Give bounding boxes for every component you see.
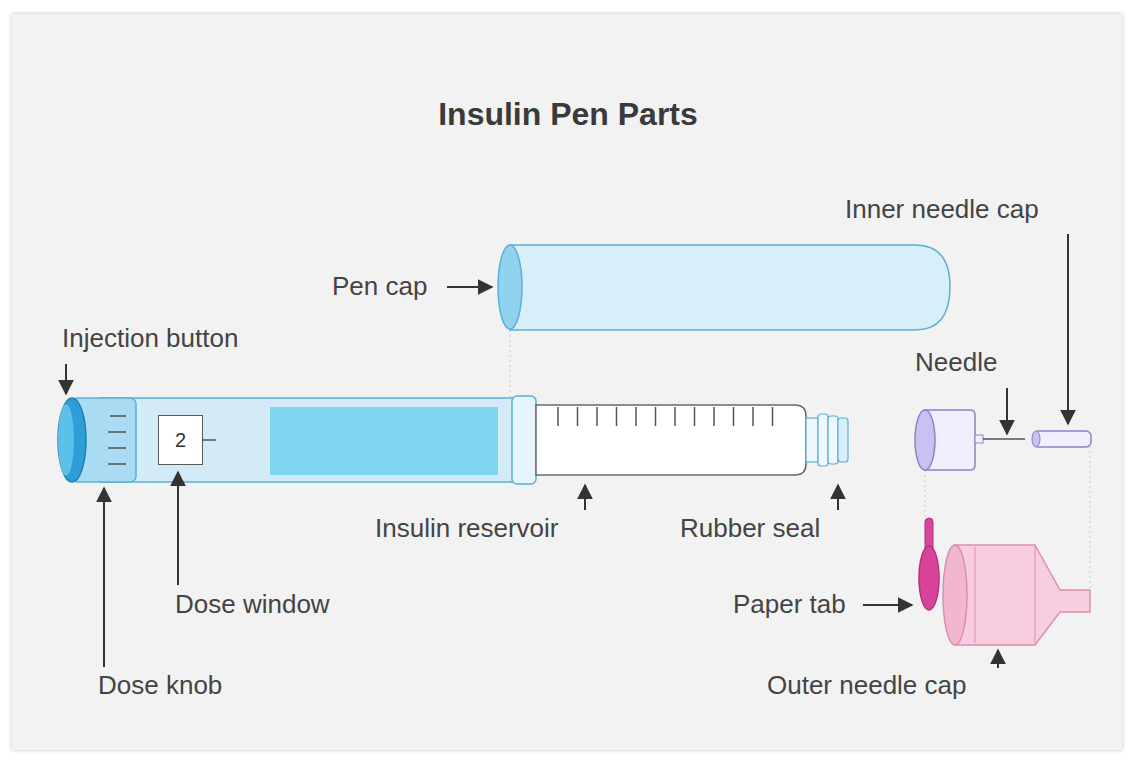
part-label: Needle [915, 347, 997, 378]
scale-tick [674, 407, 676, 426]
scale-tick [752, 407, 754, 426]
scale-tick [577, 407, 579, 426]
dose-number: 2 [175, 429, 186, 452]
part-label: Outer needle cap [767, 670, 966, 701]
scale-tick [772, 407, 774, 426]
part-label: Rubber seal [680, 513, 820, 544]
scale-tick [596, 407, 598, 426]
scale-tick [616, 407, 618, 426]
diagram-title: Insulin Pen Parts [0, 96, 1136, 133]
part-label: Pen cap [332, 271, 427, 302]
scale-tick [557, 407, 559, 426]
scale-tick [733, 407, 735, 426]
part-label: Injection button [62, 323, 238, 354]
part-label: Paper tab [733, 589, 846, 620]
scale-tick [694, 407, 696, 426]
dose-window-box: 2 [158, 415, 203, 465]
scale-tick [655, 407, 657, 426]
scale-tick [635, 407, 637, 426]
part-label: Dose knob [98, 670, 222, 701]
scale-tick [713, 407, 715, 426]
part-label: Inner needle cap [845, 194, 1039, 225]
part-label: Dose window [175, 589, 330, 620]
part-label: Insulin reservoir [375, 513, 559, 544]
